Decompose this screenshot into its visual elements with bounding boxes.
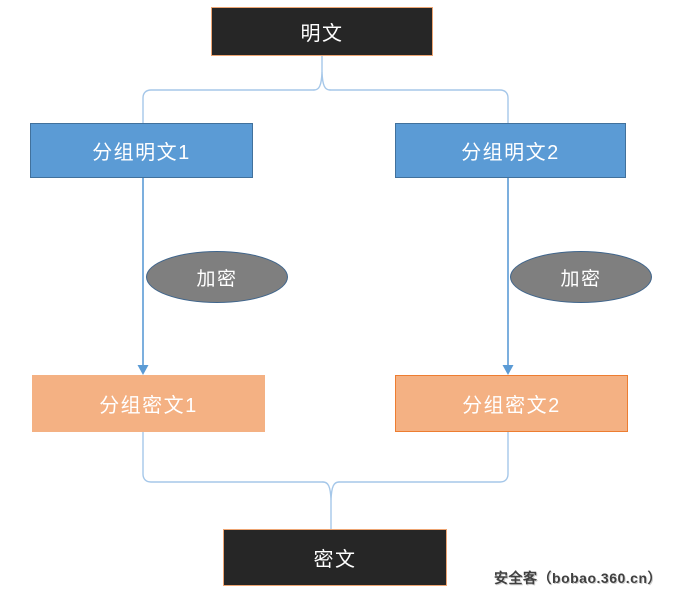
node-encrypt-right-label: 加密 xyxy=(560,268,602,290)
node-plaintext-label: 明文 xyxy=(300,23,344,45)
watermark-text: 安全客（bobao.360.cn） xyxy=(494,570,662,586)
node-block-ciphertext-1: 分组密文1 xyxy=(32,375,265,432)
node-ciphertext-label: 密文 xyxy=(313,549,357,571)
node-block-plaintext-2-label: 分组明文2 xyxy=(461,142,560,164)
node-ciphertext: 密文 xyxy=(223,529,447,586)
node-block-ciphertext-1-label: 分组密文1 xyxy=(99,395,198,417)
node-block-ciphertext-2-label: 分组密文2 xyxy=(462,395,561,417)
encrypt-arrow-left xyxy=(137,178,149,375)
node-plaintext: 明文 xyxy=(211,7,433,56)
watermark: 安全客（bobao.360.cn） xyxy=(494,568,662,588)
merge-brace-connector xyxy=(142,431,509,530)
node-block-plaintext-1: 分组明文1 xyxy=(30,123,253,178)
node-encrypt-right: 加密 xyxy=(510,251,652,303)
node-block-plaintext-2: 分组明文2 xyxy=(395,123,626,178)
split-brace-connector xyxy=(142,55,509,124)
node-block-plaintext-1-label: 分组明文1 xyxy=(92,142,191,164)
encrypt-arrow-right xyxy=(502,178,514,375)
node-encrypt-left-label: 加密 xyxy=(196,268,238,290)
node-block-ciphertext-2: 分组密文2 xyxy=(395,375,628,432)
node-encrypt-left: 加密 xyxy=(146,251,288,303)
